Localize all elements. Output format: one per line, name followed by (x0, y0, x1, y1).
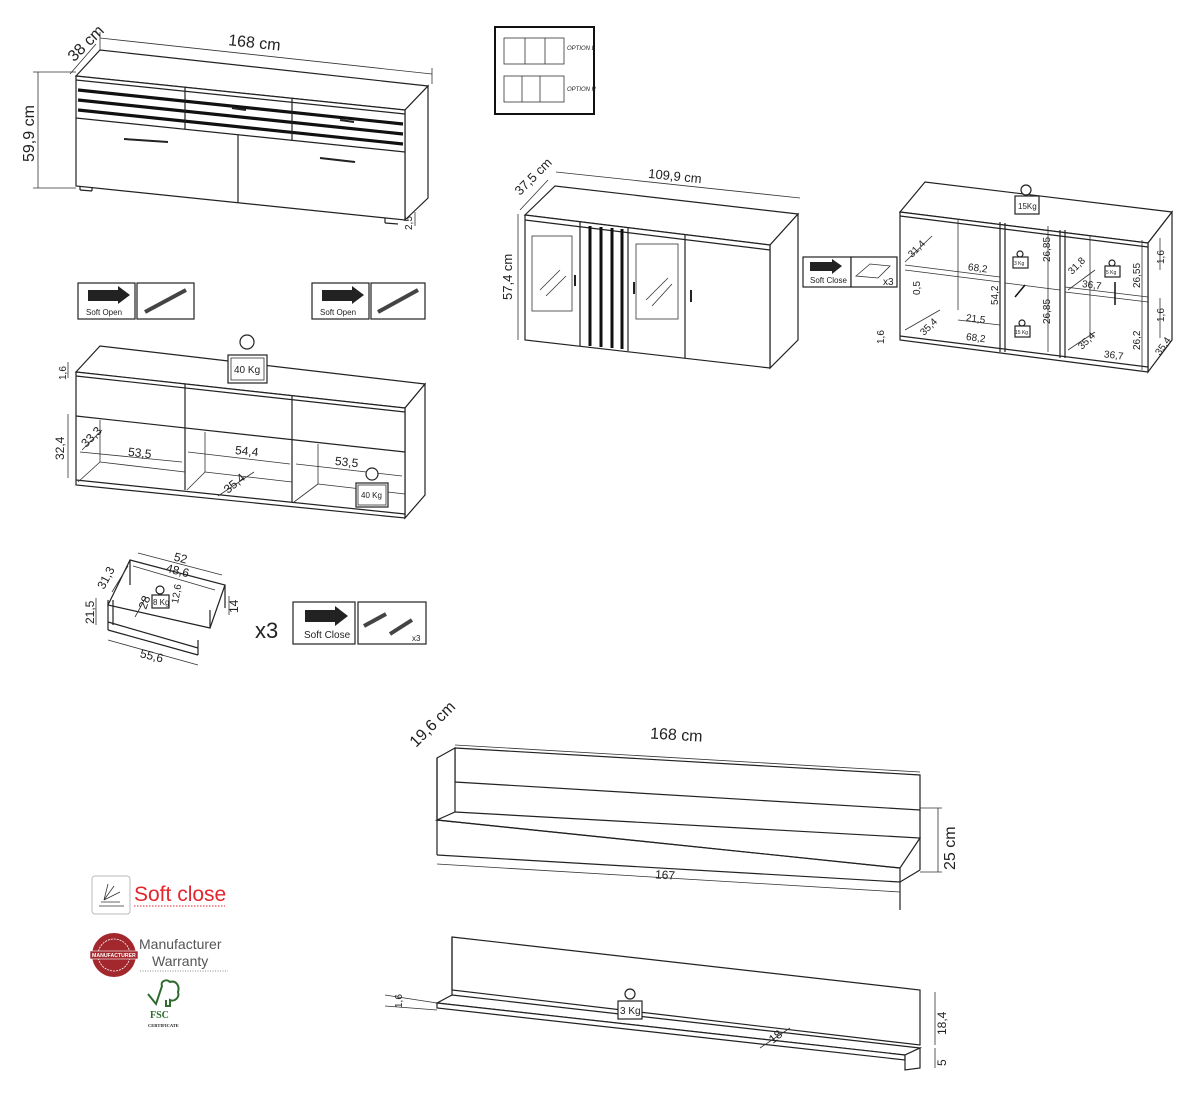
panel-height-label: 18,4 (935, 1011, 949, 1035)
large-foot-label: 2,5 (404, 216, 415, 230)
large-height-label: 59,9 cm (21, 105, 38, 162)
door-options-box: OPTION L OPTION R (494, 26, 597, 115)
soft-open-label: Soft Open (320, 308, 356, 317)
mid-lower-height-label: 26,85 (1042, 299, 1053, 324)
wall-shelf-weight-icon: 3 Kg (617, 988, 643, 1020)
wall-shelf-width-label: 168 cm (650, 725, 703, 745)
shelf-width-left-label: 68,2 (967, 262, 988, 275)
drawer-inner-height-label: 12,6 (170, 583, 184, 605)
soft-close-feature-badge: Soft close (91, 875, 226, 915)
option-right-label: OPTION R (567, 87, 597, 93)
small-sideboard-interior: 15Kg 3 Kg 15 Kg 5 Kg 31,4 68,2 0,5 54,2 … (876, 181, 1174, 374)
fsc-badge: FSC CERTIFICATE (147, 979, 180, 1028)
bottom-width-inner-label: 21,5 (965, 313, 986, 326)
right-bottom-width-label: 36,7 (1103, 349, 1124, 362)
right-top-thickness-label: 1,6 (1156, 250, 1167, 264)
soft-close-hinge-icon (99, 883, 124, 907)
small-width-label: 109,9 cm (648, 166, 703, 187)
right-shelf-thickness-label: 1,6 (1156, 308, 1167, 322)
top-thickness-label: 1,6 (58, 366, 69, 380)
warranty-seal-label: MANUFACTURER (92, 953, 136, 959)
width-middle-label: 54,4 (234, 443, 259, 459)
large-sideboard-interior: 1,6 32,4 33,3 53,5 54,4 53,5 35,4 40 Kg … (53, 334, 427, 520)
small-load-top-label: 15Kg (1018, 202, 1037, 211)
drawer-soft-close-label: Soft Close (304, 630, 351, 641)
drawer-runner-icon (363, 612, 414, 636)
right-load-label: 5 Kg (1106, 270, 1117, 276)
wall-shelf-shelf-width-label: 167 (655, 867, 676, 882)
hinge-quantity-label: x3 (883, 277, 894, 288)
bottom-width-left-label: 68,2 (965, 332, 986, 345)
fsc-tree-icon (147, 979, 180, 1007)
hinge-icon (855, 263, 891, 279)
soft-open-badge-right: Soft Open (311, 282, 426, 320)
drawer-side-height-label: 14 (227, 599, 241, 613)
drawer-inner-depth-label: 28 (136, 593, 154, 611)
drawer-front-height-label: 21,5 (83, 600, 97, 624)
warranty-badge: MANUFACTURER Manufacturer Warranty (89, 933, 228, 977)
drawer-weight-icon: 8 Kg (151, 585, 170, 609)
wall-shelf-depth-label: 19,6 cm (407, 699, 459, 751)
weight-icon-top: 15Kg (1014, 184, 1040, 215)
weight-icon-mid-upper: 3 Kg (1012, 250, 1029, 269)
lip-height-label: 5 (935, 1059, 949, 1066)
drawer-front-width-label: 55,6 (139, 646, 165, 665)
soft-open-label: Soft Open (86, 308, 122, 317)
wall-shelf-height-label: 25 cm (942, 826, 959, 870)
shelf-arrow-icon (1014, 284, 1026, 298)
drawer-outer-width-label: 52 (172, 550, 189, 567)
weight-icon-right: 5 Kg (1104, 259, 1121, 278)
mid-upper-height-label: 26,85 (1042, 237, 1053, 262)
drawer-depth-label: 31,3 (94, 564, 117, 591)
soft-open-badge-left: Soft Open (77, 282, 195, 320)
drawer-runner-quantity-label: x3 (412, 634, 421, 643)
board-thickness-label: 1,6 (394, 994, 405, 1008)
load-top-label: 40 Kg (234, 365, 260, 376)
gas-strut-icon (144, 288, 187, 314)
drawer-drawing: 52 48,6 31,3 21,5 28 12,6 14 55,6 8 Kg x… (83, 550, 427, 666)
mid-load-upper-label: 3 Kg (1014, 261, 1025, 267)
weight-icon-mid-lower: 15 Kg (1014, 319, 1031, 338)
warranty-line2-label: Warranty (152, 953, 208, 969)
drawer-quantity-label: x3 (255, 618, 278, 643)
small-soft-close-label: Soft Close (810, 276, 847, 285)
fsc-certificate-label: CERTIFICATE (148, 1023, 179, 1028)
soft-close-feature-label: Soft close (134, 883, 226, 906)
gap-label: 0,5 (912, 281, 923, 295)
width-right-label: 53,5 (334, 454, 359, 470)
right-upper-height-label: 26,55 (1132, 263, 1143, 288)
wall-shelf-detail-drawing: 1,6 18 18,4 5 3 Kg (384, 936, 949, 1071)
fsc-label: FSC (150, 1010, 169, 1021)
large-width-label: 168 cm (227, 32, 281, 54)
warranty-line1-label: Manufacturer (139, 936, 222, 952)
right-shelf-width-label: 36,7 (1081, 279, 1102, 292)
small-height-label: 57,4 cm (500, 254, 515, 300)
small-sideboard-drawing: 109,9 cm 37,5 cm 57,4 cm Soft Close x3 (500, 155, 898, 370)
inner-height-label: 32,4 (53, 436, 67, 460)
wall-shelf-drawing: 168 cm 19,6 cm 25 cm 167 (407, 699, 959, 910)
drawer-load-label: 8 Kg (153, 598, 169, 607)
weight-icon-top: 40 Kg (227, 334, 268, 384)
warranty-seal-icon: MANUFACTURER (89, 933, 139, 977)
width-left-label: 53,5 (127, 445, 152, 461)
wall-shelf-load-label: 3 Kg (620, 1006, 641, 1017)
drawer-inner-width-label: 48,6 (165, 561, 191, 580)
large-sideboard-drawing: 168 cm 38 cm 59,9 cm 2,5 (21, 22, 433, 230)
load-shelf-label: 40 Kg (361, 491, 382, 500)
weight-icon-shelf: 40 Kg (355, 467, 389, 508)
option-left-label: OPTION L (567, 46, 595, 52)
mid-load-lower-label: 15 Kg (1015, 330, 1028, 336)
gas-strut-icon (377, 288, 419, 314)
side-thickness-label: 1,6 (876, 330, 887, 344)
right-lower-height-label: 26,2 (1132, 330, 1143, 350)
inner-height-label: 54,2 (990, 285, 1001, 305)
